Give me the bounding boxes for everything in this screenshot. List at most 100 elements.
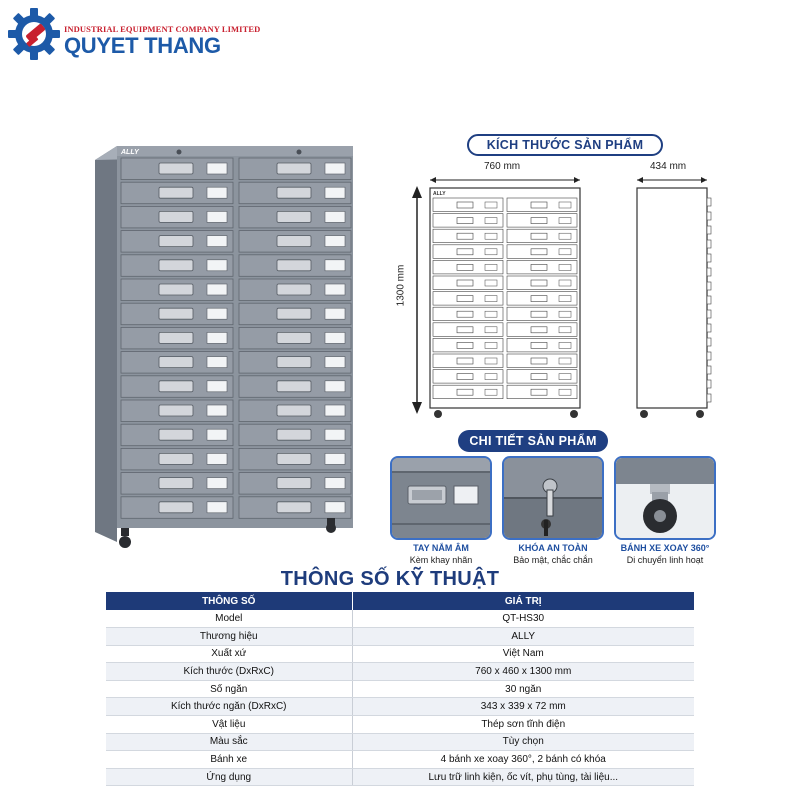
drawer-label-slot (324, 332, 346, 344)
drawing-handle (456, 279, 474, 287)
drawer-label-slot (324, 356, 346, 368)
drawing-handle (456, 310, 474, 318)
drawer-handle (276, 356, 312, 369)
drawing-label (558, 388, 572, 396)
table-row: Kích thước ngăn (DxRxC)343 x 339 x 72 mm (106, 697, 694, 717)
drawer-handle (276, 404, 312, 417)
spec-value: Tùy chọn (352, 733, 694, 752)
drawing-label (558, 326, 572, 334)
drawing-label (484, 295, 498, 302)
drawing-label (484, 264, 498, 271)
specs-title: THÔNG SỐ KỸ THUẬT (280, 568, 500, 590)
detail-subtitle-handle: Kèm khay nhãn (409, 555, 473, 565)
drawer-label-slot (324, 501, 346, 514)
drawing-handle (530, 310, 548, 318)
drawer-label-slot (206, 186, 228, 199)
depth-label: 434 mm (650, 161, 687, 172)
cabinet-photo: ALLY (95, 146, 353, 548)
drawing-handle (456, 342, 474, 349)
drawer-handle (276, 307, 312, 320)
drawing-handle (530, 201, 548, 209)
drawing-label (484, 232, 498, 240)
drawer-handle (276, 186, 312, 199)
detail-subtitle-caster: Di chuyển linh hoạt (626, 555, 704, 565)
dimensions-header: KÍCH THƯỚC SẢN PHẨM (467, 134, 663, 156)
detail-photo-handle (390, 456, 492, 540)
drawing-label (484, 217, 498, 224)
side-handle (706, 379, 712, 389)
drawer-handle (158, 331, 194, 344)
spec-value: ALLY (352, 627, 694, 646)
side-view-drawing (636, 177, 712, 418)
drawer-handle (158, 283, 194, 296)
drawing-handle (530, 248, 548, 256)
company-logo[interactable]: INDUSTRIAL EQUIPMENT COMPANY LIMITED QUY… (6, 6, 260, 62)
drawing-handle (530, 326, 548, 334)
detail-title-handle: TAY NẮM ÂM (413, 543, 469, 553)
side-handle (706, 323, 712, 333)
side-handle (706, 295, 712, 305)
spec-value: 343 x 339 x 72 mm (352, 697, 694, 717)
drawer-label-slot (324, 380, 346, 393)
drawing-handle (530, 279, 548, 287)
drawer-label-slot (324, 235, 346, 247)
side-handle (706, 337, 712, 347)
spec-value: Việt Nam (352, 645, 694, 664)
drawer-handle (276, 235, 312, 247)
drawing-label (558, 295, 572, 302)
spec-value: 4 bánh xe xoay 360°, 2 bánh có khóa (352, 750, 694, 769)
spec-label: Xuất xứ (106, 645, 353, 664)
drawing-handle (456, 295, 474, 302)
spec-label: Kích thước (DxRxC) (106, 662, 353, 681)
table-row: Kích thước (DxRxC)760 x 460 x 1300 mm (106, 662, 694, 681)
drawer-handle (158, 477, 194, 490)
drawing-label (484, 279, 498, 287)
drawer-handle (158, 186, 194, 199)
spec-label: Ứng dụng (106, 768, 353, 787)
drawer-handle (158, 259, 194, 272)
drawing-label (558, 357, 572, 365)
spec-value: 760 x 460 x 1300 mm (352, 662, 694, 681)
drawing-label (558, 201, 572, 209)
drawer-label-slot (206, 380, 228, 393)
spec-value: QT-HS30 (352, 610, 694, 629)
drawer-handle (276, 428, 312, 441)
specs-header-row: THÔNG SỐ GIÁ TRỊ (106, 592, 694, 610)
drawer-handle (276, 162, 312, 175)
drawer-handle (158, 452, 194, 465)
drawer-handle (158, 162, 194, 175)
side-handle (706, 365, 712, 375)
drawing-label (484, 326, 498, 334)
spec-value: Lưu trữ linh kiện, ốc vít, phụ tùng, tài… (352, 768, 694, 787)
drawing-label (484, 248, 498, 256)
company-name: QUYET THANG (64, 33, 221, 58)
drawing-label (558, 217, 572, 224)
drawing-label (558, 232, 572, 240)
drawing-handle (530, 264, 548, 271)
drawer-label-slot (324, 307, 346, 320)
drawer-handle (276, 283, 312, 296)
drawer-label-slot (206, 235, 228, 247)
detail-title-caster: BÁNH XE XOAY 360° (620, 543, 710, 553)
side-handle (706, 211, 712, 221)
spec-label: Số ngăn (106, 680, 353, 699)
detail-photo-lock (502, 456, 604, 540)
drawing-handle (456, 326, 474, 334)
drawer-handle (158, 307, 194, 320)
drawer-handle (276, 477, 312, 490)
side-handle (706, 253, 712, 263)
drawing-handle (456, 373, 474, 380)
drawer-label-slot (324, 259, 346, 272)
drawing-label (484, 342, 498, 349)
drawer-label-slot (324, 162, 346, 175)
drawer-handle (158, 235, 194, 247)
detail-subtitle-lock: Bảo mật, chắc chắn (513, 555, 593, 565)
drawer-handle (158, 356, 194, 369)
side-handle (706, 239, 712, 249)
drawer-label-slot (324, 283, 346, 296)
